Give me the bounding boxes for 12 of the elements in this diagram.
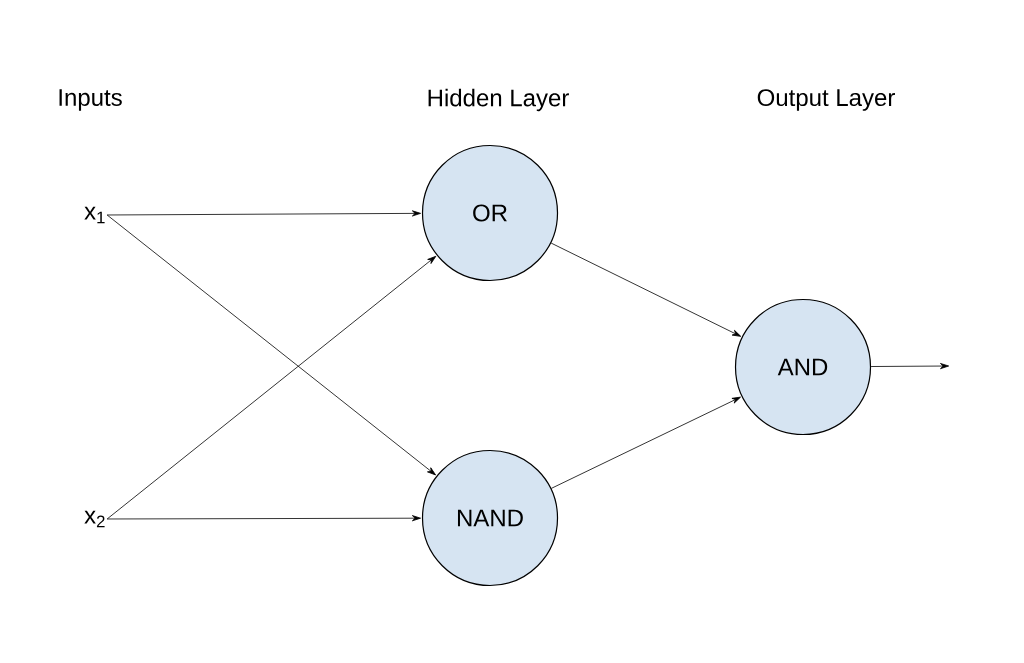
arrow xyxy=(870,363,950,370)
arrow xyxy=(550,242,742,337)
input-label: x$_{2}$ xyxy=(84,510,105,528)
arrow xyxy=(106,210,421,217)
arrow xyxy=(550,396,741,489)
layer-heading: Hidden Layer xyxy=(428,88,569,112)
arrow xyxy=(106,214,436,476)
arrow xyxy=(106,255,437,520)
layer-heading: Output Layer xyxy=(757,89,895,111)
input-label: x$_{1}$ xyxy=(84,206,105,224)
layer-heading: Inputs xyxy=(59,89,122,111)
arrow xyxy=(106,515,421,522)
